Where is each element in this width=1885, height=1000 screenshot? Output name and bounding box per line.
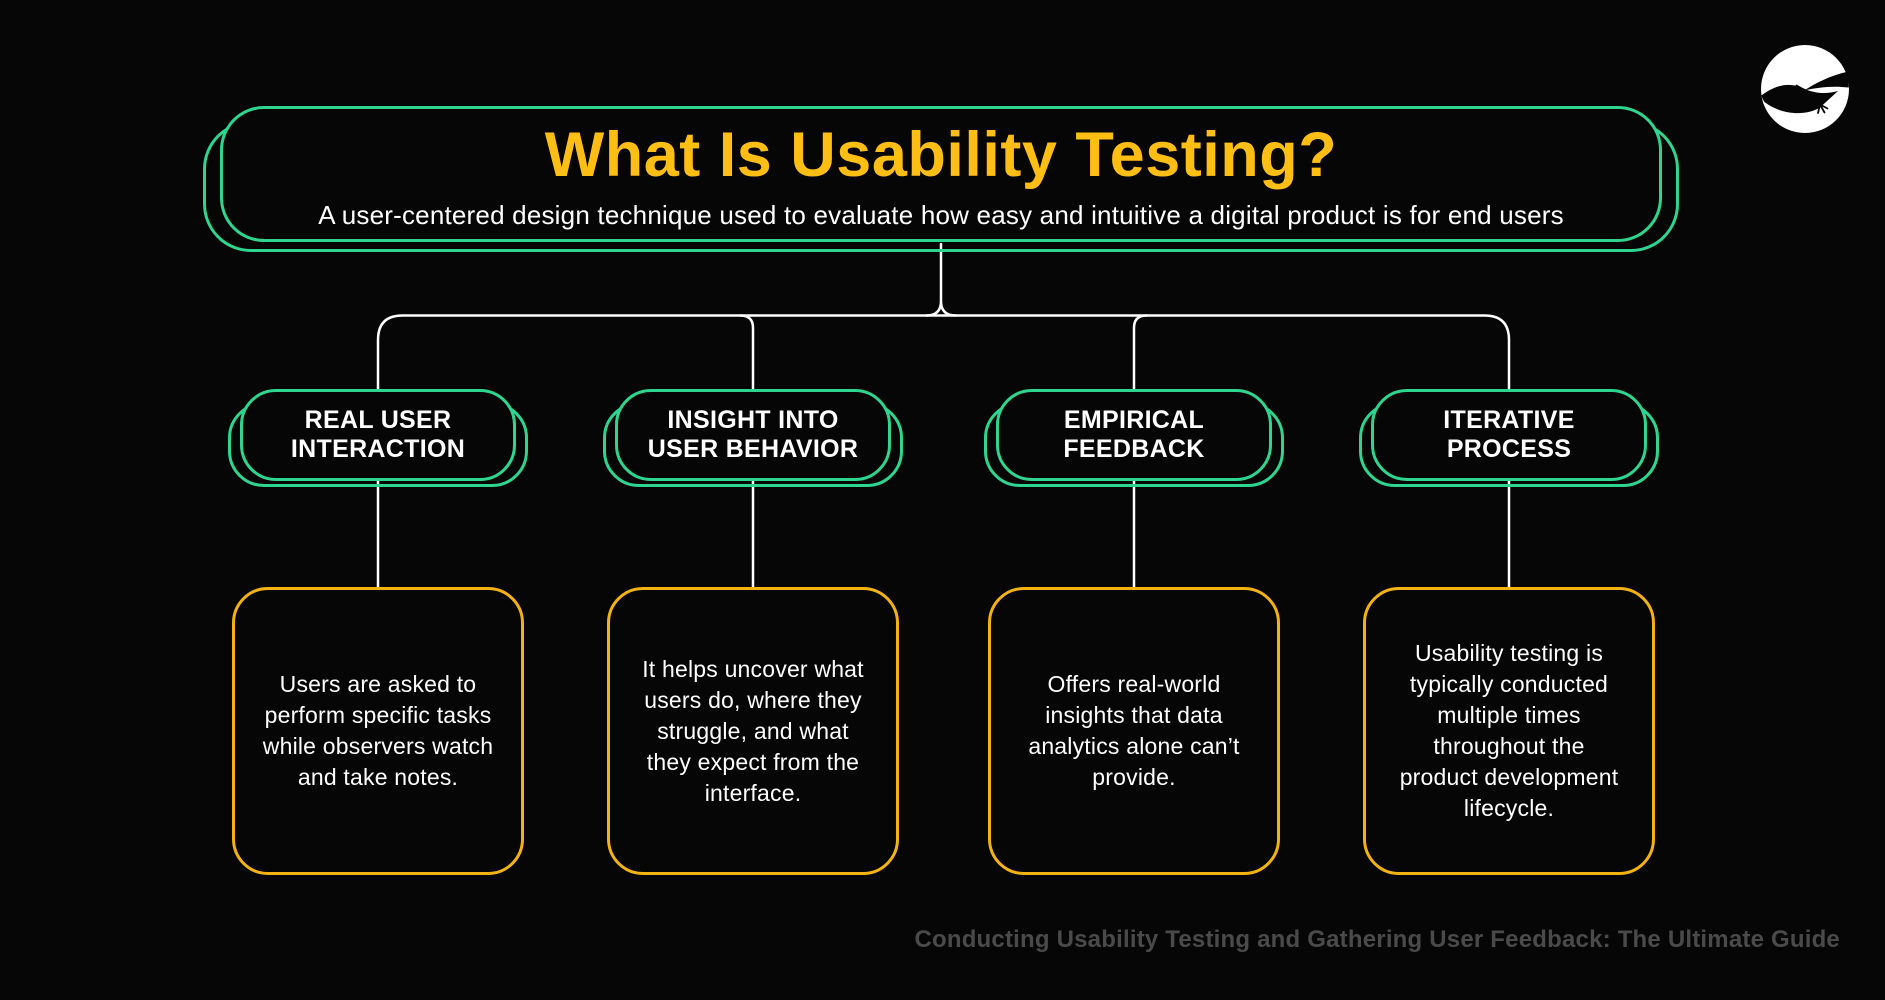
rail-line <box>376 314 1511 590</box>
title-card-inner: What Is Usability Testing? A user-center… <box>220 106 1662 242</box>
description-card-real-user-interaction: Users are asked to perform specific task… <box>232 587 524 875</box>
branch-card-iterative-process: ITERATIVE PROCESS <box>1359 389 1659 487</box>
footer-caption: Conducting Usability Testing and Gatheri… <box>914 926 1840 953</box>
description-text: It helps uncover what users do, where th… <box>642 655 864 806</box>
branch-card-empirical-feedback: EMPIRICAL FEEDBACK <box>984 389 1284 487</box>
brand-logo-icon <box>1758 42 1852 136</box>
description-card-iterative-process: Usability testing is typically conducted… <box>1363 587 1655 875</box>
drop-line-2 <box>739 314 755 590</box>
page-subtitle: A user-centered design technique used to… <box>318 200 1564 230</box>
title-card: What Is Usability Testing? A user-center… <box>203 106 1679 252</box>
branch-card-real-user-interaction: REAL USER INTERACTION <box>228 389 528 487</box>
drop-line-3 <box>1132 314 1148 590</box>
trunk-line <box>925 242 957 317</box>
branch-card-insight-into-user-behavior: INSIGHT INTO USER BEHAVIOR <box>603 389 903 487</box>
description-text: Offers real-world insights that data ana… <box>1028 671 1240 790</box>
description-card-empirical-feedback: Offers real-world insights that data ana… <box>988 587 1280 875</box>
branch-label: REAL USER INTERACTION <box>290 405 466 464</box>
description-card-insight-into-user-behavior: It helps uncover what users do, where th… <box>607 587 899 875</box>
branch-label: INSIGHT INTO USER BEHAVIOR <box>647 405 859 464</box>
branch-label: ITERATIVE PROCESS <box>1443 405 1575 464</box>
description-text: Usability testing is typically conducted… <box>1399 640 1619 821</box>
page-title: What Is Usability Testing? <box>544 120 1338 190</box>
description-text: Users are asked to perform specific task… <box>262 671 494 790</box>
branch-label: EMPIRICAL FEEDBACK <box>1063 405 1205 464</box>
